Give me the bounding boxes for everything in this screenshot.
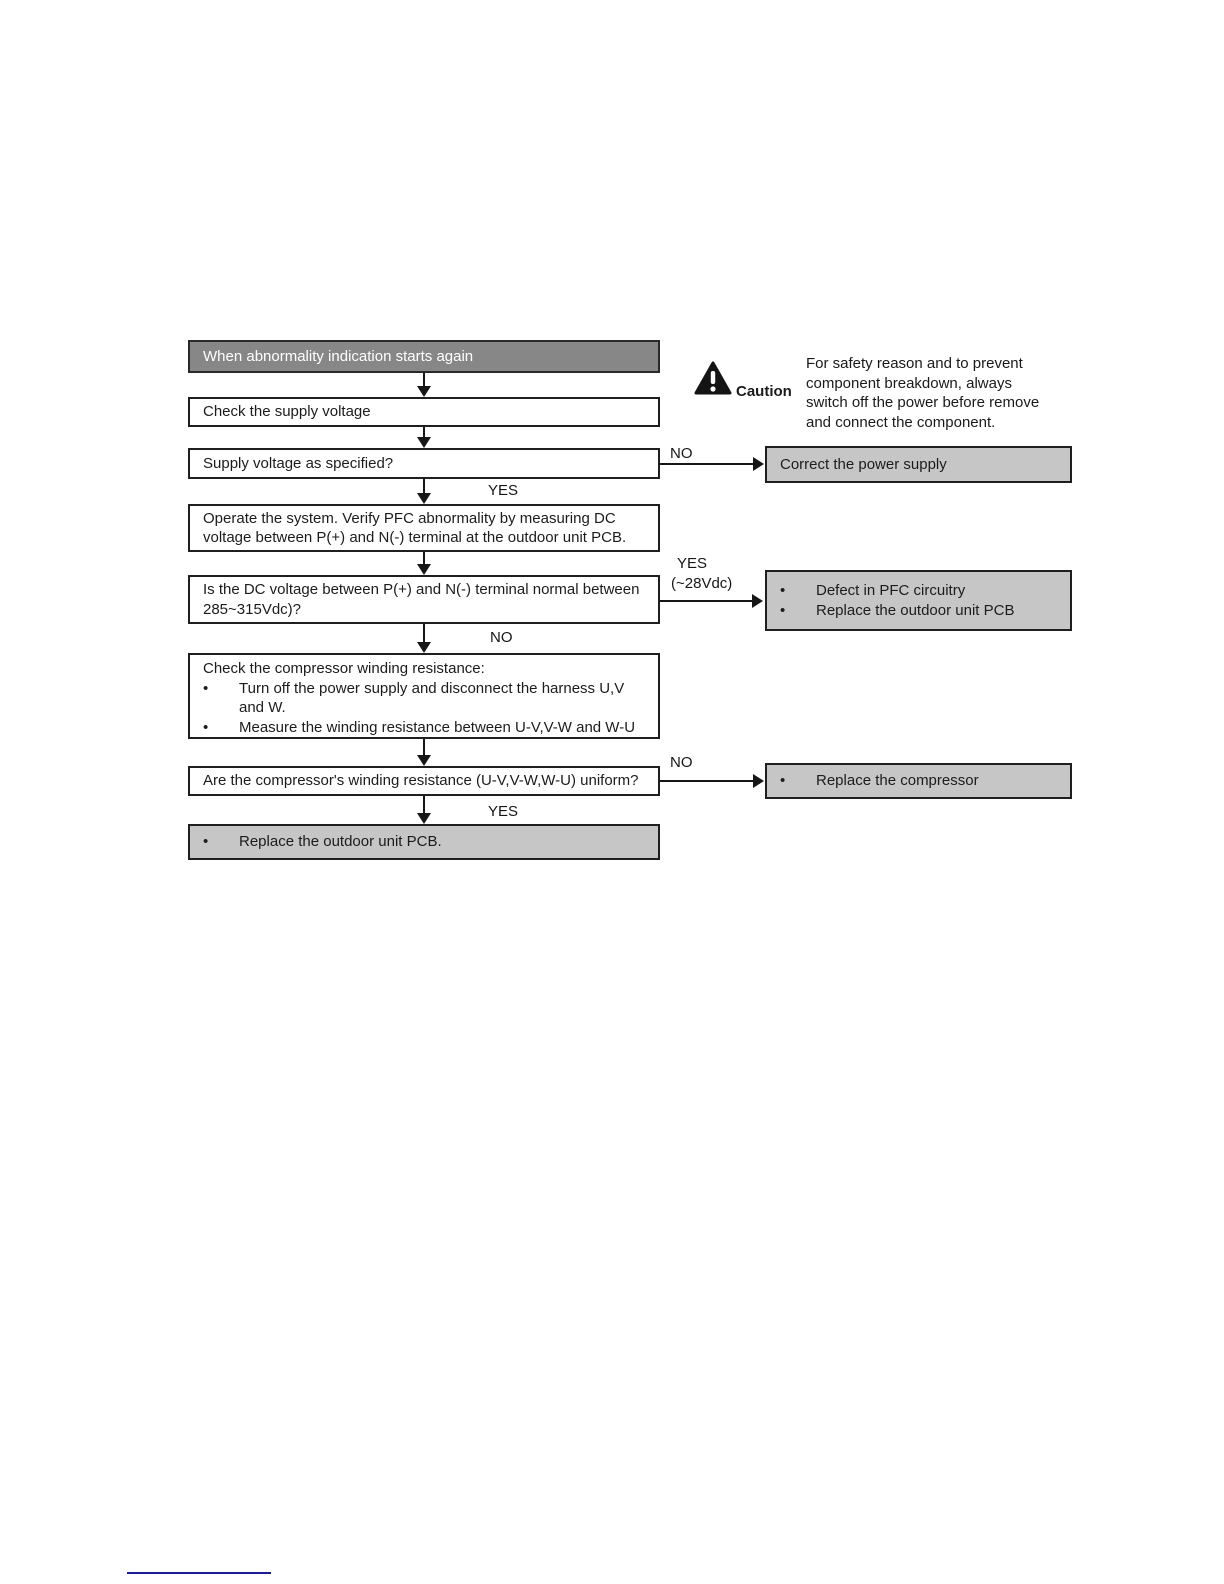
bullet-text: Defect in PFC circuitry xyxy=(816,582,966,599)
arrow-down-5 xyxy=(417,624,431,653)
arrow-line xyxy=(423,624,425,648)
label-no-3: NO xyxy=(670,754,693,771)
arrow-line xyxy=(423,552,425,570)
arrow-head-icon xyxy=(417,386,431,397)
label-yes-2-note: (~28Vdc) xyxy=(671,575,733,592)
arrow-head-icon xyxy=(417,813,431,824)
footer-rule xyxy=(127,1572,271,1574)
list-item: • Replace the outdoor unit PCB xyxy=(780,601,1062,621)
node-replace-pcb: • Replace the outdoor unit PCB. xyxy=(188,824,660,860)
bullet-icon: • xyxy=(780,582,786,599)
label-yes-2: YES xyxy=(677,555,708,572)
node-title: Check the compressor winding resistance: xyxy=(203,660,485,677)
arrow-line xyxy=(660,463,759,465)
arrow-head-icon xyxy=(753,774,764,788)
bullet-text: Replace the outdoor unit PCB xyxy=(816,601,1015,619)
arrow-line xyxy=(423,479,425,499)
arrow-head-icon xyxy=(417,755,431,766)
node-pfc-defect: • Defect in PFC circuitry • Replace the … xyxy=(765,570,1072,631)
node-replace-compressor: • Replace the compressor xyxy=(765,763,1072,799)
list-item: • Defect in PFC circuitry xyxy=(780,581,1062,601)
arrow-down-6 xyxy=(417,739,431,766)
bullet-icon: • xyxy=(203,718,209,736)
arrow-down-7 xyxy=(417,796,431,824)
arrow-head-icon xyxy=(753,457,764,471)
node-operate-verify: Operate the system. Verify PFC abnormali… xyxy=(188,504,660,552)
bullet-text: Replace the outdoor unit PCB. xyxy=(239,833,442,851)
node-winding-question: Are the compressor's winding resistance … xyxy=(188,766,660,796)
list-item: • Turn off the power supply and disconne… xyxy=(203,679,650,718)
arrow-line xyxy=(423,739,425,761)
arrow-right-yes xyxy=(660,594,763,608)
arrow-head-icon xyxy=(417,564,431,575)
arrow-line xyxy=(423,373,425,392)
arrow-down-1 xyxy=(417,373,431,397)
arrow-down-4 xyxy=(417,552,431,575)
arrow-right-no-1 xyxy=(660,457,764,471)
label-no-2: NO xyxy=(490,629,513,646)
label-yes-1: YES xyxy=(488,482,519,499)
node-dc-question: Is the DC voltage between P(+) and N(-) … xyxy=(188,575,660,624)
arrow-line xyxy=(423,427,425,443)
node-check-supply: Check the supply voltage xyxy=(188,397,660,427)
arrow-down-2 xyxy=(417,427,431,448)
arrow-right-no-2 xyxy=(660,774,764,788)
node-correct-supply: Correct the power supply xyxy=(765,446,1072,483)
bullet-icon: • xyxy=(780,601,786,619)
bullet-icon: • xyxy=(780,772,786,790)
warning-triangle-icon xyxy=(694,361,732,402)
bullet-text: Replace the compressor xyxy=(816,772,979,790)
arrow-line xyxy=(660,600,758,602)
arrow-head-icon xyxy=(752,594,763,608)
bullet-icon: • xyxy=(203,833,209,851)
bullet-text: Turn off the power supply and disconnect… xyxy=(239,679,625,717)
arrow-down-3 xyxy=(417,479,431,504)
label-yes-3: YES xyxy=(488,803,519,820)
label-no-1: NO xyxy=(670,445,693,462)
bullet-text: Measure the winding resistance between U… xyxy=(239,718,636,736)
arrow-line xyxy=(660,780,759,782)
node-check-winding: Check the compressor winding resistance:… xyxy=(188,653,660,739)
list-item: • Measure the winding resistance between… xyxy=(203,718,650,738)
arrow-head-icon xyxy=(417,642,431,653)
node-start: When abnormality indication starts again xyxy=(188,340,660,373)
arrow-head-icon xyxy=(417,493,431,504)
arrow-line xyxy=(423,796,425,819)
caution-text: For safety reason and to prevent compone… xyxy=(806,355,1040,431)
caution-label: Caution xyxy=(736,383,792,400)
node-supply-question: Supply voltage as specified? xyxy=(188,448,660,479)
arrow-head-icon xyxy=(417,437,431,448)
bullet-icon: • xyxy=(203,679,209,697)
